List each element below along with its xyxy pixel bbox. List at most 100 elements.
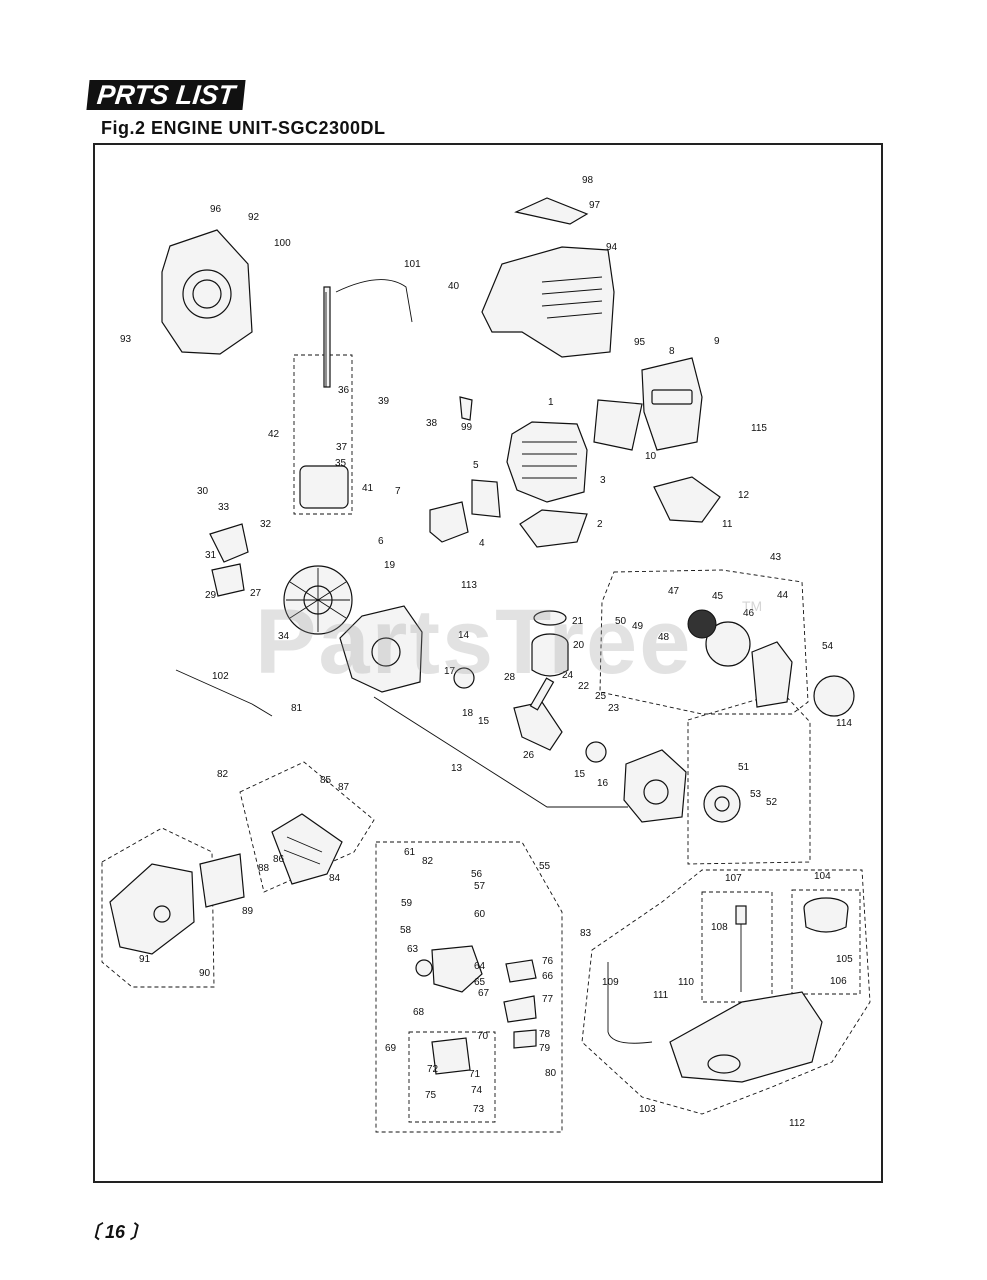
throttle-cable-part	[175, 669, 273, 717]
part-number-label: 5	[473, 460, 479, 471]
part-number-label: 23	[608, 703, 620, 714]
clutch-shoe-part	[209, 523, 249, 597]
part-number-label: 28	[504, 672, 516, 683]
insulator-part	[429, 501, 469, 543]
wire-harness-part	[335, 279, 413, 323]
part-number-label: 113	[461, 580, 477, 591]
muffler-gasket-part	[593, 399, 643, 451]
engine-cover-part	[481, 246, 615, 358]
air-cleaner-cover-part	[109, 863, 195, 955]
bearing-part	[453, 667, 475, 689]
part-number-label: 64	[474, 961, 486, 972]
muffler-part	[641, 357, 703, 451]
part-number-label: 89	[242, 906, 254, 917]
part-number-label: 14	[458, 630, 470, 641]
part-number-label: 3	[600, 475, 606, 486]
page-number: 〔 16 〕	[82, 1222, 149, 1242]
part-number-label: 108	[711, 922, 728, 933]
part-number-label: 40	[448, 281, 460, 292]
part-number-label: 90	[199, 968, 211, 979]
part-number-label: 107	[725, 873, 742, 884]
part-number-label: 92	[248, 212, 260, 223]
pump-diaphragm-part	[505, 959, 537, 983]
part-number-label: 49	[632, 621, 644, 632]
primer-cup-part	[513, 1029, 537, 1049]
part-number-label: 43	[770, 552, 782, 563]
part-number-label: 84	[329, 873, 341, 884]
part-number-label: 16	[597, 778, 609, 789]
part-number-label: 7	[395, 486, 401, 497]
part-number-label: 102	[212, 671, 229, 682]
part-number-label: 110	[678, 977, 694, 988]
part-number-label: 29	[205, 590, 217, 601]
fuel-cap-group-outline	[791, 889, 861, 995]
part-number-label: 81	[291, 703, 303, 714]
part-number-label: 27	[250, 588, 262, 599]
part-number-label: 37	[336, 442, 348, 453]
crankshaft-part	[513, 677, 563, 751]
muffler-bracket-part	[653, 476, 721, 523]
part-number-label: 87	[338, 782, 350, 793]
part-number-label: 20	[573, 640, 585, 651]
part-number-label: 22	[578, 681, 590, 692]
part-number-label: 44	[777, 590, 789, 601]
part-number-label: 91	[139, 954, 151, 965]
part-number-label: 79	[539, 1043, 551, 1054]
watermark-brand: PartsTree	[255, 591, 693, 693]
part-number-label: 59	[401, 898, 413, 909]
ignition-coil-group-outline	[293, 354, 353, 515]
part-number-label: 80	[545, 1068, 557, 1079]
insulator-gasket-part	[471, 479, 501, 518]
part-number-label: 93	[120, 334, 132, 345]
part-number-label: 105	[836, 954, 853, 965]
part-number-label: 6	[378, 536, 384, 547]
part-number-label: 8	[669, 346, 675, 357]
part-number-label: 69	[385, 1043, 397, 1054]
recoil-starter-group-outline	[687, 691, 811, 865]
part-number-label: 67	[478, 988, 490, 999]
clutch-drum-part	[687, 609, 793, 708]
part-number-label: 112	[789, 1118, 805, 1129]
part-number-label: 86	[273, 854, 285, 865]
carburetor-group-outline	[375, 841, 563, 1133]
part-number-label: 50	[615, 616, 627, 627]
part-number-label: 33	[218, 502, 230, 513]
part-number-label: 74	[471, 1085, 483, 1096]
part-number-label: 58	[400, 925, 412, 936]
part-number-label: 106	[830, 976, 847, 987]
part-number-label: 65	[474, 977, 486, 988]
carburetor-kit-group-outline	[408, 1031, 496, 1123]
part-number-label: 31	[205, 550, 217, 561]
part-number-label: 75	[425, 1090, 437, 1101]
part-number-label: 103	[639, 1104, 656, 1115]
part-number-label: 25	[595, 691, 607, 702]
carb-body-kit-part	[431, 1037, 471, 1075]
part-number-label: 53	[750, 789, 762, 800]
part-number-label: 88	[258, 863, 270, 874]
crankcase-half-part	[623, 749, 687, 823]
air-cleaner-group-outline	[101, 827, 215, 988]
part-number-label: 2	[597, 519, 603, 530]
part-number-label: 1	[548, 397, 554, 408]
part-number-label: 15	[574, 769, 586, 780]
part-number-label: 18	[462, 708, 474, 719]
part-number-label: 97	[589, 200, 601, 211]
figure-title: Fig.2 ENGINE UNIT-SGC2300DL	[101, 118, 386, 138]
crankcase-leader-line	[373, 696, 628, 808]
part-number-label: 47	[668, 586, 680, 597]
part-number-label: 57	[474, 881, 486, 892]
part-number-label: 109	[602, 977, 619, 988]
clutch-assembly-group-outline	[599, 569, 809, 715]
spark-plug-part	[459, 396, 473, 421]
part-number-label: 10	[645, 451, 657, 462]
part-number-label: 35	[335, 458, 347, 469]
part-number-label: 76	[542, 956, 554, 967]
piston-ring-part	[533, 610, 567, 626]
fuel-filter-part	[735, 905, 747, 925]
part-number-label: 39	[378, 396, 390, 407]
part-number-label: 55	[539, 861, 551, 872]
air-cleaner-element-part	[199, 853, 245, 908]
part-number-label: 30	[197, 486, 209, 497]
fan-cover-part	[161, 229, 253, 355]
